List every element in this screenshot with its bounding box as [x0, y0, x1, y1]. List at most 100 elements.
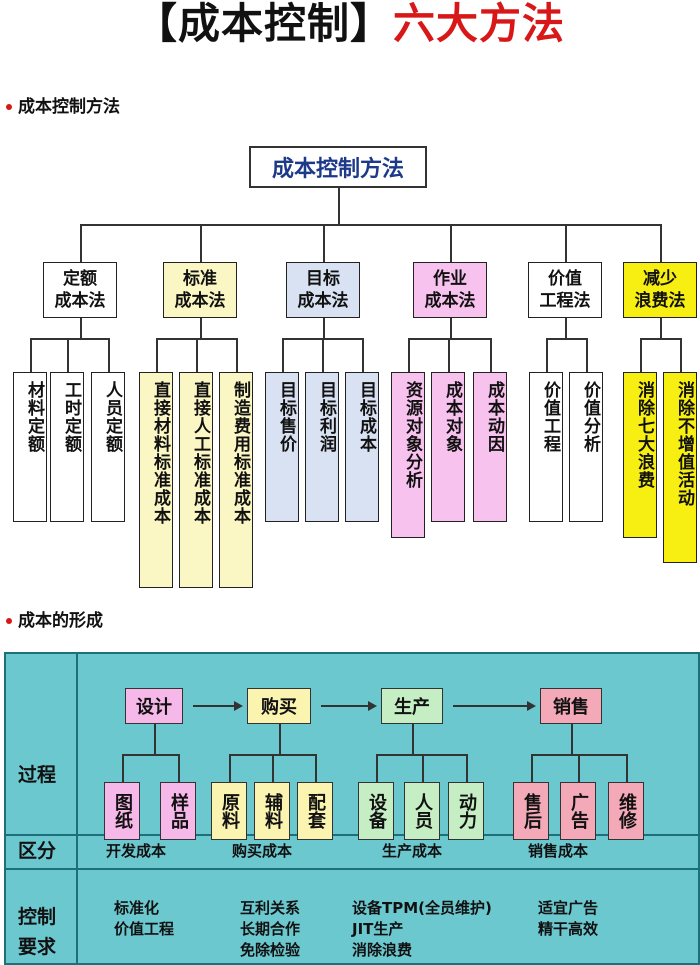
process-leaf-node: 样品	[160, 782, 196, 840]
leaf-node: 成本对象	[431, 372, 465, 522]
connector-line	[323, 224, 325, 262]
process-leaf-node: 设备	[358, 782, 394, 840]
connector-line	[282, 338, 284, 372]
process-leaf-node: 图纸	[104, 782, 140, 840]
method-node: 价值 工程法	[528, 262, 602, 318]
cost-category: 生产成本	[382, 842, 443, 860]
connector-line	[67, 338, 69, 372]
bullet-dot-icon	[6, 104, 12, 110]
method-node: 目标 成本法	[286, 262, 360, 318]
leaf-node: 制造费用标准成本	[219, 372, 253, 588]
leaf-node: 目标售价	[265, 372, 299, 522]
process-leaf-node: 人员	[404, 782, 440, 840]
connector-line	[448, 338, 450, 372]
bullet-dot-icon	[6, 618, 12, 624]
leaf-node: 价值工程	[529, 372, 563, 522]
formation-panel: 过程区分控制 要求设计图纸样品开发成本标准化 价值工程购买原料辅料配套购买成本互…	[4, 652, 700, 965]
stage-node: 设计	[125, 688, 183, 724]
process-leaf-node: 广告	[560, 782, 596, 840]
connector-line	[154, 724, 156, 754]
process-leaf-node: 原料	[211, 782, 247, 840]
method-node: 减少 浪费法	[623, 262, 697, 318]
connector-line	[196, 338, 198, 372]
flow-arrow-head-icon	[527, 701, 536, 711]
connector-line	[640, 338, 642, 372]
cost-category: 开发成本	[106, 842, 167, 860]
leaf-node: 人员定额	[91, 372, 125, 522]
root-node: 成本控制方法	[249, 146, 427, 188]
process-leaf-node: 售后	[513, 782, 549, 840]
connector-line	[200, 224, 202, 262]
connector-line	[80, 318, 82, 338]
connector-line	[272, 754, 274, 782]
connector-line	[546, 338, 548, 372]
connector-line	[660, 224, 662, 262]
flow-arrow-head-icon	[234, 701, 243, 711]
leaf-node: 材料定额	[13, 372, 47, 522]
leaf-node: 直接材料标准成本	[139, 372, 173, 588]
connector-line	[236, 338, 238, 372]
connector-line	[178, 754, 180, 782]
cost-category: 销售成本	[528, 842, 589, 860]
connector-line	[30, 338, 32, 372]
flow-arrow-line	[453, 705, 528, 707]
connector-line	[565, 318, 567, 338]
control-requirement: 设备TPM(全员维护) JIT生产 消除浪费	[352, 899, 492, 959]
method-node: 作业 成本法	[413, 262, 487, 318]
connector-line	[466, 754, 468, 782]
connector-line	[279, 724, 281, 754]
leaf-node: 价值分析	[569, 372, 603, 522]
connector-line	[315, 754, 317, 782]
process-leaf-node: 动力	[448, 782, 484, 840]
connector-line	[408, 338, 410, 372]
connector-line	[578, 754, 580, 782]
leaf-node: 消除不增值活动	[663, 372, 697, 563]
flow-arrow-head-icon	[368, 701, 377, 711]
page-title: 【成本控制】六大方法	[0, 0, 700, 52]
connector-line	[490, 338, 492, 372]
control-requirement: 适宜广告 精干高效	[538, 899, 599, 938]
method-node: 标准 成本法	[163, 262, 237, 318]
leaf-node: 目标利润	[305, 372, 339, 522]
cost-category: 购买成本	[232, 842, 293, 860]
connector-line	[680, 338, 682, 372]
connector-line	[412, 724, 414, 754]
connector-line	[80, 224, 660, 226]
process-leaf-node: 辅料	[254, 782, 290, 840]
leaf-node: 直接人工标准成本	[179, 372, 213, 588]
row-label-category: 区分	[18, 840, 57, 862]
method-node: 定额 成本法	[43, 262, 117, 318]
connector-line	[626, 754, 628, 782]
row-divider	[6, 868, 698, 870]
stage-node: 销售	[540, 688, 602, 724]
section-heading-methods: 成本控制方法	[6, 92, 120, 117]
process-leaf-node: 配套	[297, 782, 333, 840]
methods-tree: 成本控制方法定额 成本法材料定额工时定额人员定额 标准 成本法直接材料标准成本直接…	[0, 130, 700, 588]
connector-line	[376, 754, 466, 756]
connector-line	[322, 338, 324, 372]
control-requirement: 标准化 价值工程	[114, 899, 175, 938]
connector-line	[376, 754, 378, 782]
connector-line	[450, 318, 452, 338]
leaf-node: 消除七大浪费	[623, 372, 657, 538]
section-heading-formation: 成本的形成	[6, 606, 103, 631]
connector-line	[531, 754, 533, 782]
process-leaf-node: 维修	[608, 782, 644, 840]
stage-node: 生产	[381, 688, 443, 724]
connector-line	[122, 754, 178, 756]
control-requirement: 互利关系 长期合作 免除检验	[240, 899, 301, 959]
leaf-node: 资源对象分析	[391, 372, 425, 538]
stage-node: 购买	[247, 688, 311, 724]
title-bracket-part: 【成本控制】	[134, 0, 393, 48]
leaf-node: 工时定额	[50, 372, 84, 522]
connector-line	[338, 188, 340, 224]
row-label-control: 控制 要求	[18, 906, 57, 958]
connector-line	[323, 318, 325, 338]
connector-line	[108, 338, 110, 372]
flow-arrow-line	[193, 705, 235, 707]
connector-line	[229, 754, 231, 782]
connector-line	[80, 224, 82, 262]
connector-line	[571, 724, 573, 754]
row-divider	[6, 834, 698, 836]
leaf-node: 成本动因	[473, 372, 507, 522]
